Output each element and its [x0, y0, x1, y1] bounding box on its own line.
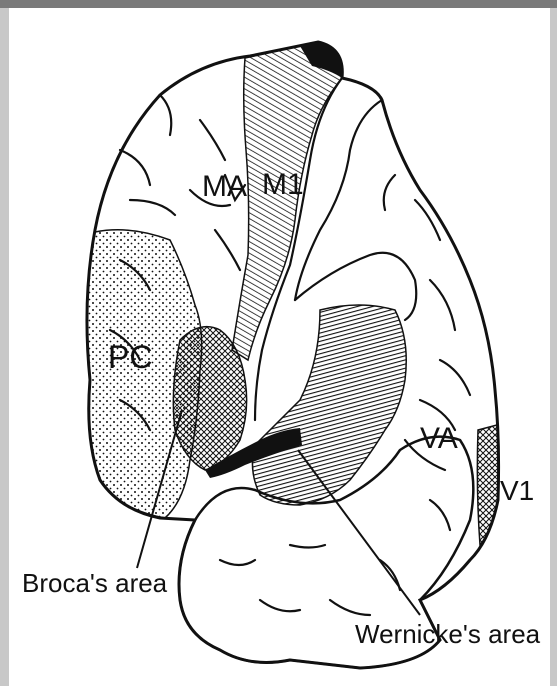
- label-pc: PC: [108, 339, 152, 375]
- label-ma: MA: [202, 170, 247, 203]
- label-m1: M1: [262, 168, 304, 201]
- label-v1: V1: [500, 475, 534, 506]
- label-broca: Broca's area: [22, 568, 168, 598]
- label-va: VA: [420, 422, 458, 455]
- v1-region: [477, 425, 498, 545]
- label-wernicke: Wernicke's area: [355, 619, 541, 649]
